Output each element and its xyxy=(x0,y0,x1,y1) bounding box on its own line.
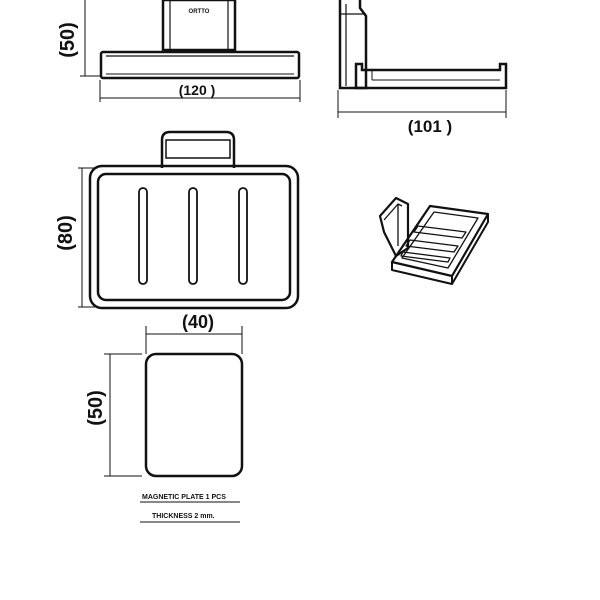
magnetic-plate xyxy=(144,352,244,478)
drain-slot xyxy=(138,187,148,285)
drain-slot xyxy=(238,187,248,285)
iso-tray-outer xyxy=(390,204,490,278)
front-tray xyxy=(99,50,301,80)
iso-slot xyxy=(413,225,467,239)
magnetic-plate-view xyxy=(104,326,244,523)
plate-thickness-note: THICKNESS 2 mm. xyxy=(152,513,215,520)
side-depth-label: (101 ) xyxy=(408,117,452,136)
front-view xyxy=(80,0,301,102)
side-view xyxy=(337,0,508,118)
plate-width-label: (40) xyxy=(182,312,214,332)
iso-bracket xyxy=(378,196,410,258)
front-height-label: (50) xyxy=(57,22,79,58)
top-height-label: (80) xyxy=(55,215,77,251)
top-tray-inner xyxy=(96,172,292,302)
brand-mark: ORTTO xyxy=(189,9,210,15)
front-bracket xyxy=(161,0,237,52)
plate-caption: MAGNETIC PLATE 1 PCS xyxy=(142,494,226,501)
side-tray xyxy=(354,62,508,90)
top-bracket-tab xyxy=(160,130,236,168)
iso-slot xyxy=(405,239,459,253)
drain-slot xyxy=(188,187,198,285)
isometric-view xyxy=(378,196,490,285)
top-tray-outer xyxy=(88,164,300,310)
front-width-label: (120 ) xyxy=(179,82,216,98)
side-back-plate xyxy=(338,0,368,90)
plate-height-label: (50) xyxy=(85,390,107,426)
iso-tray-inner xyxy=(401,211,479,269)
iso-slot xyxy=(400,251,451,263)
top-view xyxy=(78,130,300,310)
